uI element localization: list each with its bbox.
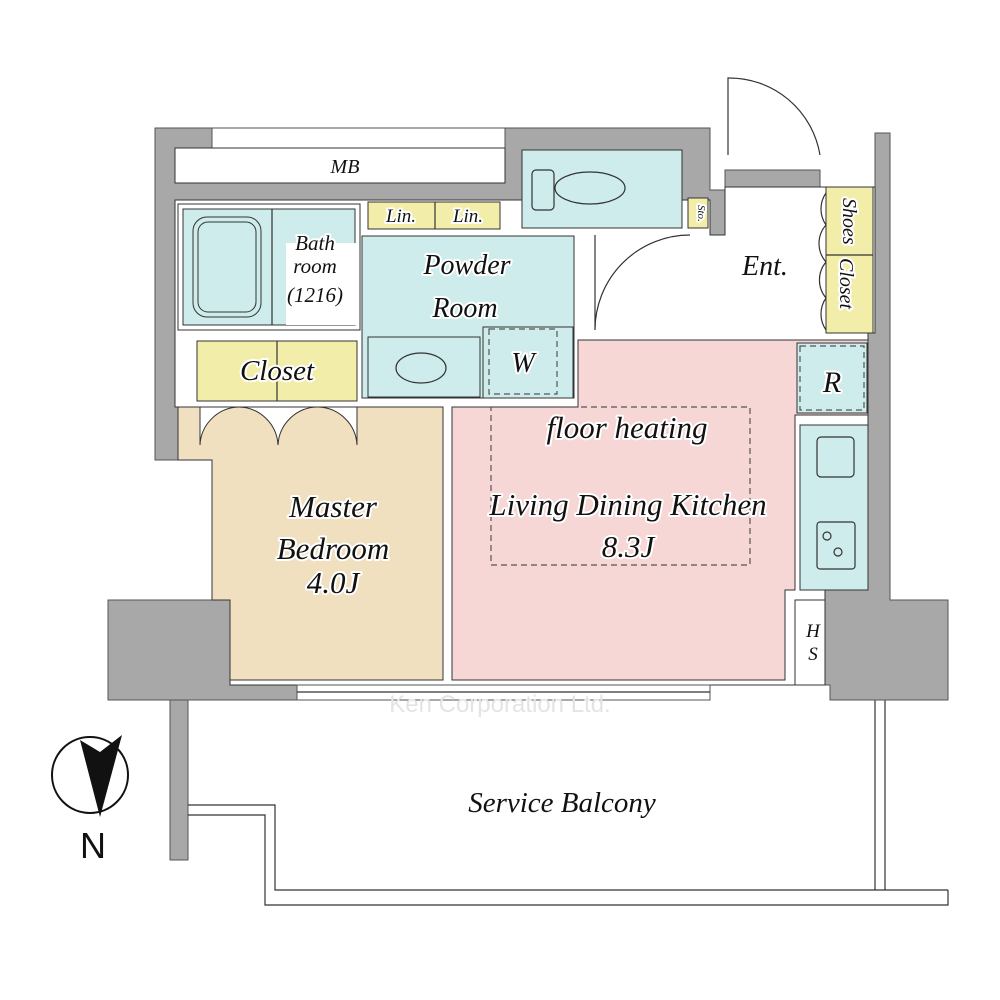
balcony xyxy=(169,699,949,906)
compass-icon xyxy=(51,735,129,817)
refrigerator-space xyxy=(799,345,865,411)
toilet-door[interactable] xyxy=(594,234,691,331)
balcony-label: Service Balcony xyxy=(468,787,656,819)
bathroom xyxy=(177,203,361,331)
shoes-closet-doors[interactable] xyxy=(818,192,827,331)
vanity xyxy=(367,336,481,398)
entrance-label: Ent. xyxy=(741,251,788,282)
entrance-door[interactable] xyxy=(727,77,821,156)
ldk-size: 8.3J xyxy=(602,529,656,564)
storage-label: Sto. xyxy=(695,205,707,222)
bathroom-label: Bath xyxy=(295,231,335,255)
bedroom-label: Master xyxy=(288,489,378,524)
storage xyxy=(687,197,709,229)
shoes-closet-label: Shoes xyxy=(838,198,860,245)
toilet-icon xyxy=(554,171,626,205)
shoes-closet xyxy=(825,186,874,334)
watermark: Ken Corporation Ltd. xyxy=(389,691,610,718)
kitchen-sink-icon xyxy=(816,436,855,478)
washer-space xyxy=(488,328,558,395)
toilet-room xyxy=(521,149,683,229)
refrigerator-label: R xyxy=(822,366,841,399)
north-label: N xyxy=(80,825,106,866)
hs-label: H xyxy=(805,621,821,642)
stove-icon xyxy=(816,521,856,570)
closet-doors[interactable] xyxy=(199,406,358,446)
linen-label-2: Lin. xyxy=(452,206,483,227)
bathroom-label-2: room xyxy=(293,254,337,278)
floor-heating-area xyxy=(490,406,751,566)
powder-room-label-2: Room xyxy=(431,293,497,324)
floor-heating-label: floor heating xyxy=(546,410,707,445)
linen-label-1: Lin. xyxy=(385,206,416,227)
hot-water-supply xyxy=(794,599,826,686)
meter-box xyxy=(174,147,506,184)
washer-label: W xyxy=(511,348,537,379)
bathroom-size: (1216) xyxy=(287,283,343,307)
hs-label-2: S xyxy=(808,644,818,665)
kitchen-counter xyxy=(799,424,869,591)
bedroom-size: 4.0J xyxy=(307,565,361,600)
closet-label: Closet xyxy=(240,355,315,387)
toilet-tank-icon xyxy=(531,169,555,211)
bedroom-label-2: Bedroom xyxy=(277,531,390,566)
bathtub-icon xyxy=(192,216,262,318)
meter-box-label: MB xyxy=(330,156,360,178)
powder-room-label: Powder xyxy=(422,250,510,281)
shoes-closet-label-2: Closet xyxy=(835,258,857,310)
ldk-label: Living Dining Kitchen xyxy=(488,487,766,522)
linen-closet xyxy=(367,201,501,230)
master-bedroom xyxy=(177,406,444,681)
sink-icon xyxy=(395,352,447,384)
